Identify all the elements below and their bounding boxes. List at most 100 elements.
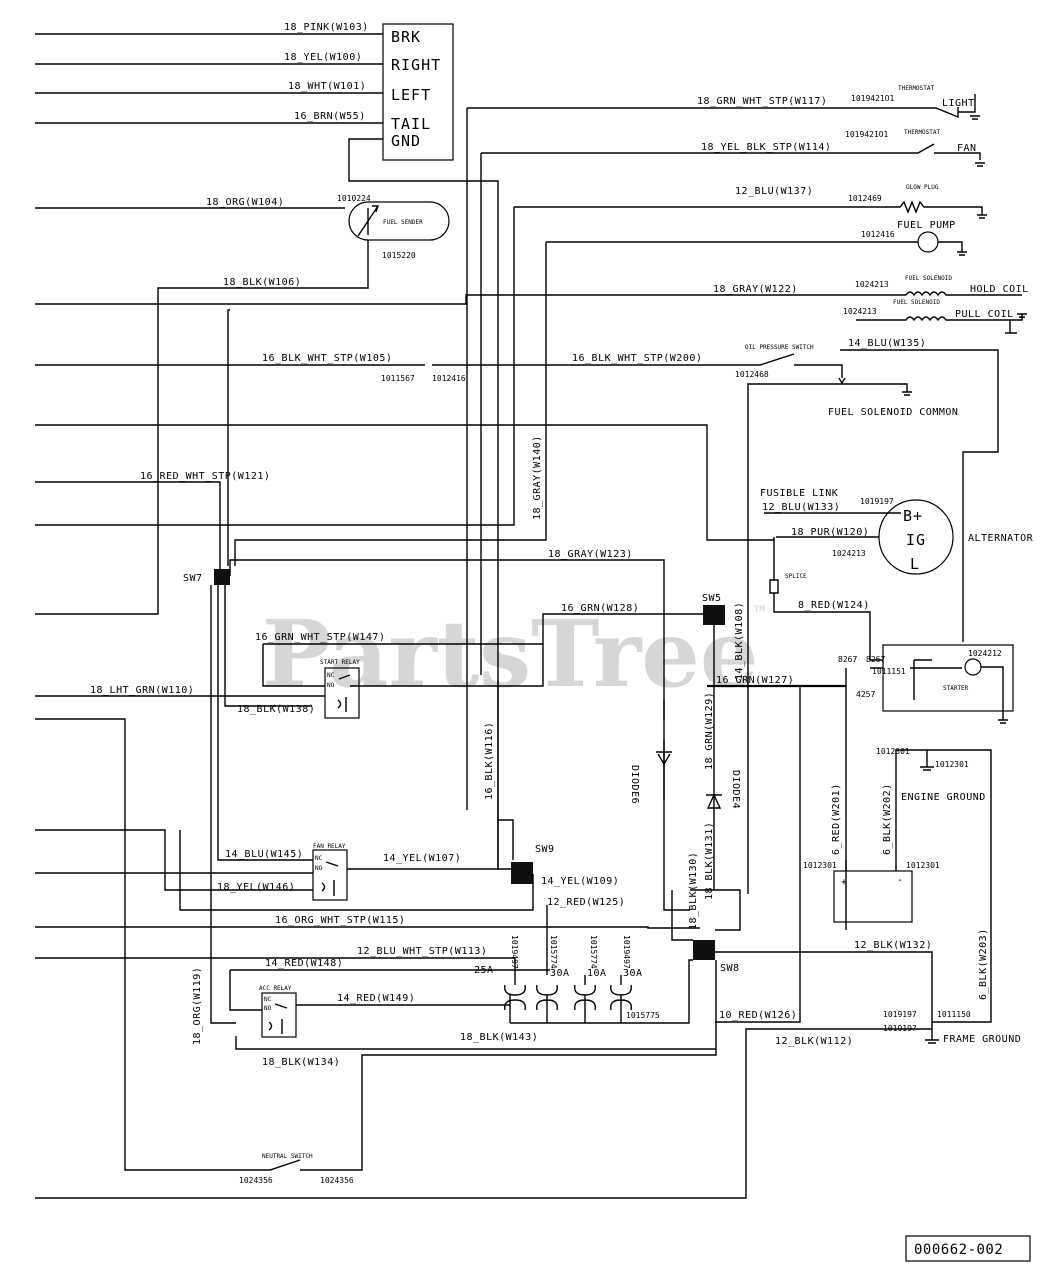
part-battery-pos: 1012301: [803, 861, 837, 870]
part-alternator: 1024213: [832, 549, 866, 558]
lamp-label-gnd: GND: [391, 132, 421, 150]
label-start-relay: START RELAY: [320, 659, 360, 666]
w113-wire: [35, 957, 516, 985]
battery-minus: -: [897, 875, 904, 886]
w124-wire: [773, 593, 871, 660]
w147-wire: [262, 643, 543, 687]
alternator-ig: IG: [906, 531, 926, 549]
w126-wire: [715, 686, 801, 1023]
label-fuel-pump: FUEL PUMP: [897, 220, 956, 231]
wire-label-w115: 16_ORG_WHT_STP(W115): [275, 915, 405, 926]
alternator-b-plus: B+: [903, 507, 923, 525]
w128-wire: [350, 613, 703, 687]
label-thermostat-b: THERMOSTAT: [904, 129, 941, 136]
w121-wire: [35, 481, 221, 570]
wire-label-w125: 12_RED(W125): [547, 897, 625, 908]
wire-label-w132: 12_BLK(W132): [854, 940, 932, 951]
lamp-label-right: RIGHT: [391, 56, 441, 74]
wire-label-w119: 18_ORG(W119): [192, 967, 203, 1045]
label-acc-relay: ACC RELAY: [259, 985, 292, 992]
w132-wire: [715, 951, 933, 1027]
label-fusible-link: FUSIBLE LINK: [760, 488, 838, 499]
label-fuel-solenoid-b: FUEL SOLENOID: [893, 299, 940, 306]
wire-label-w106: 18_BLK(W106): [223, 277, 301, 288]
glow-plug-ground: [977, 214, 987, 219]
fan-relay-left: [35, 829, 313, 891]
wire-label-w146: 18_YEL(W146): [217, 882, 295, 893]
wire-label-w149: 14_RED(W149): [337, 993, 415, 1004]
battery-box: [833, 870, 913, 923]
figure-id-box: [905, 1235, 1031, 1262]
neutral-wire: [35, 718, 717, 1171]
wire-label-w130: 18_BLK(W130): [688, 852, 699, 930]
wire-label-w128: 16_GRN(W128): [561, 603, 639, 614]
wire-label-w134: 18_BLK(W134): [262, 1057, 340, 1068]
part-neutral-b: 1024356: [320, 1176, 354, 1185]
wire-label-w143: 18_BLK(W143): [460, 1032, 538, 1043]
pull-coil-ground: [1005, 320, 1017, 334]
part-frame-ground-a: 1019197: [883, 1010, 917, 1019]
part-neutral-a: 1024356: [239, 1176, 273, 1185]
starter-feeds: [845, 659, 883, 930]
part-frame-ground-c: 1011150: [937, 1010, 971, 1019]
fuse-bus: [510, 959, 693, 1024]
part-fuel-sender: 1010224: [337, 194, 371, 203]
lamp-connector: BRK RIGHT LEFT TAIL GND: [382, 23, 454, 161]
start-relay-no: NO: [327, 682, 335, 689]
starter-ground: [981, 666, 1008, 724]
fuse-30a-b: [610, 975, 632, 1023]
start-relay-coil: [337, 674, 351, 712]
wire-label-w112: 12_BLK(W112): [775, 1036, 853, 1047]
oil-switch-ground: [838, 377, 846, 385]
part-8267-a: 8267: [838, 655, 857, 664]
fan-thermostat-wire: [481, 143, 981, 160]
diode6-symbol: [656, 700, 672, 800]
figure-id: 000662-002: [914, 1242, 1003, 1258]
part-fuse-c: 1015774: [589, 935, 598, 969]
pull-coil: [856, 313, 1027, 322]
fan-relay-coil: [321, 861, 339, 896]
wire-label-w103: 18_PINK(W103): [284, 22, 369, 33]
label-light: LIGHT: [942, 98, 975, 109]
w112-wire: [35, 1028, 932, 1199]
label-diode6: DIODE6: [629, 765, 640, 804]
light-thermostat-wire: [467, 98, 976, 119]
label-neutral-switch: NEUTRAL SWITCH: [262, 1153, 313, 1160]
part-fuel-sender-b: 1015220: [382, 251, 416, 260]
part-engine-ground-a: 1012301: [876, 747, 910, 756]
fuse-label-30a-a: 30A: [550, 968, 570, 979]
fuse-label-30a-b: 30A: [623, 968, 643, 979]
acc-relay-box: [261, 992, 297, 1038]
part-oil-switch: 1012468: [735, 370, 769, 379]
label-starter: STARTER: [943, 685, 969, 692]
part-battery-neg: 1012301: [906, 861, 940, 870]
part-engine-ground-b: 1012301: [935, 760, 969, 769]
label-hold-coil: HOLD COIL: [970, 284, 1029, 295]
w109-wire: [179, 830, 534, 911]
wire-label-w122: 18_GRAY(W122): [713, 284, 798, 295]
wire-label-w123: 18_GRAY(W123): [548, 549, 633, 560]
alternator-wires: [764, 512, 901, 538]
watermark: PartsTree: [262, 600, 758, 708]
wire-label-w200: 16_BLK_WHT_STP(W200): [572, 353, 702, 364]
w106-wire: [35, 240, 369, 615]
wire-label-w117: 18_GRN_WHT_STP(W117): [697, 96, 827, 107]
part-pull-coil: 1024213: [843, 307, 877, 316]
label-sw9: SW9: [535, 844, 555, 855]
label-fan-relay: FAN RELAY: [313, 843, 346, 850]
lamp-label-tail: TAIL: [391, 115, 431, 133]
battery-plus: +: [841, 877, 848, 888]
lamp-feed-wires: [35, 33, 383, 124]
hold-coil-winding: [905, 291, 1022, 297]
w115-wire: [35, 926, 700, 929]
part-thermostat-fan: 1019421O1: [845, 130, 889, 139]
wire-label-w126: 10_RED(W126): [719, 1010, 797, 1021]
wire-label-w131: 18_BLK(W131): [704, 822, 715, 900]
fuse-30a-a: [536, 984, 558, 1023]
wire-label-w201: 6_RED(W201): [831, 783, 842, 855]
start-relay-nc: NC: [327, 672, 335, 679]
w108-wire: [747, 383, 912, 894]
label-oil-pressure-switch: OIL PRESSURE SWITCH: [745, 344, 814, 351]
start-relay-box: [324, 667, 360, 719]
wire-label-w55: 16_BRN(W55): [294, 111, 366, 122]
